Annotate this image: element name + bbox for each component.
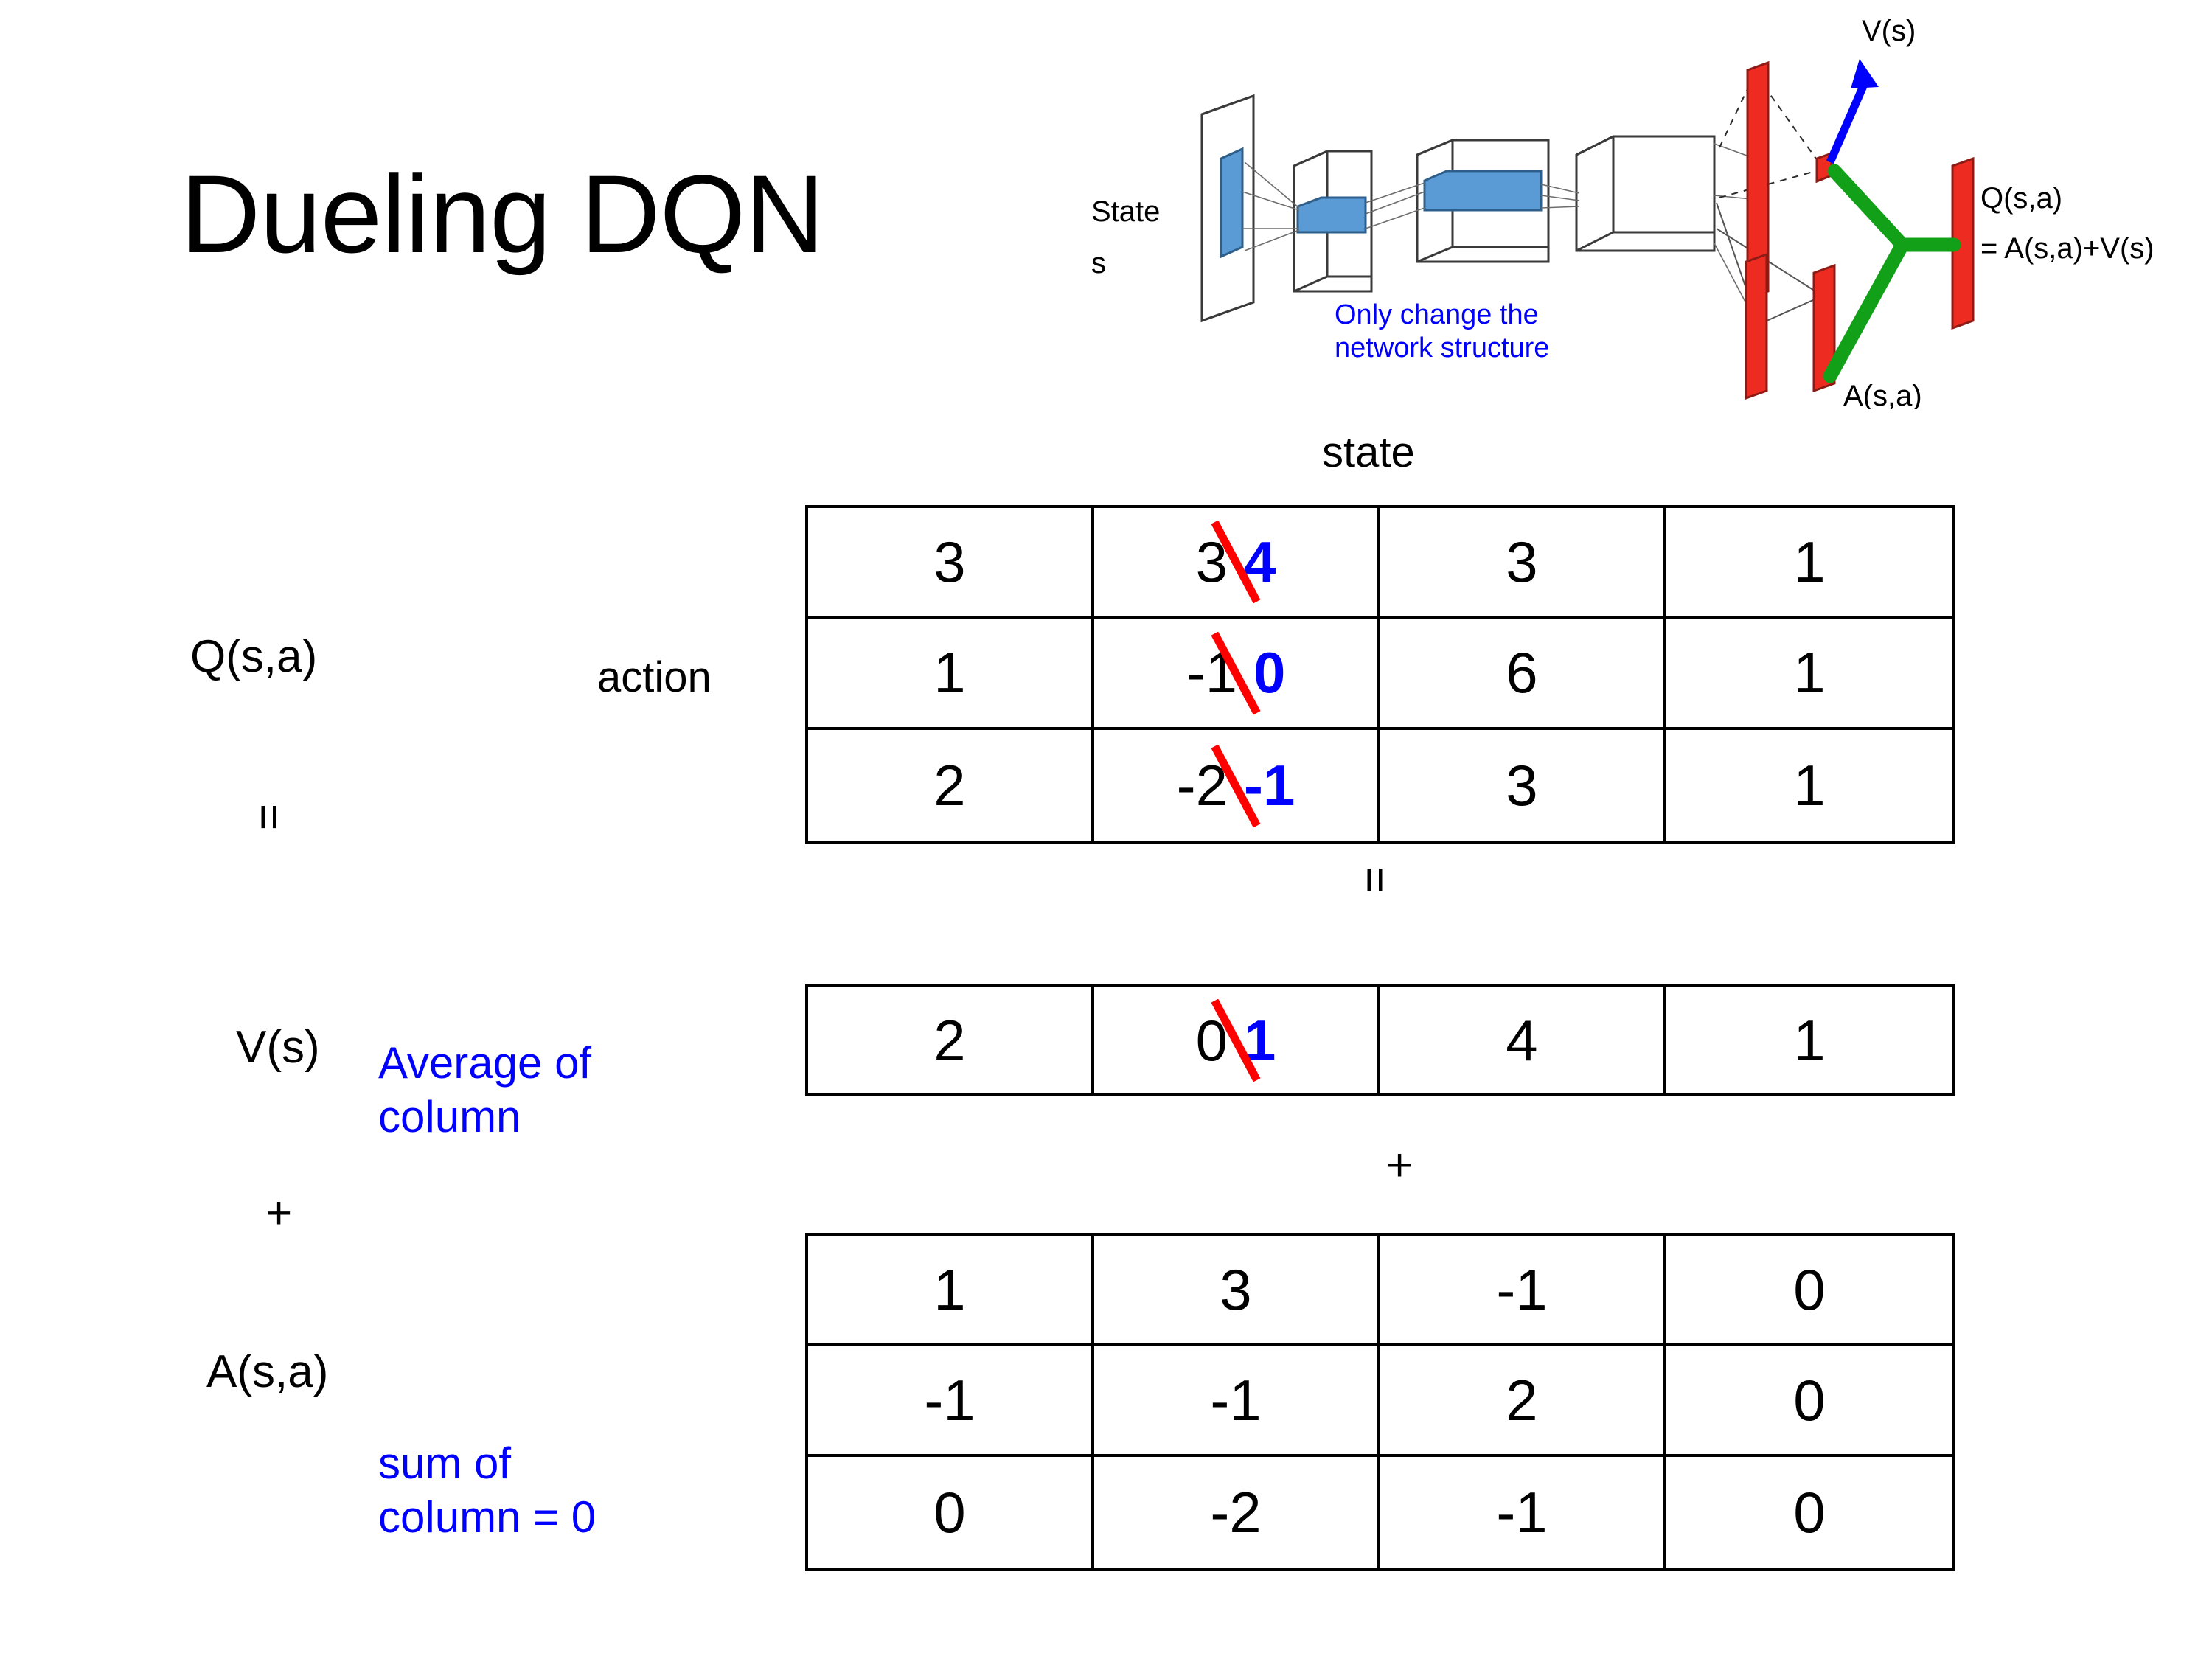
table-cell: 0	[1666, 1236, 1952, 1346]
table-cell: 0	[808, 1457, 1094, 1568]
table-cell: 3	[808, 508, 1094, 619]
advantage-table: 1 3 -1 0 -1 -1 2 0 0 -2 -1 0	[805, 1233, 1955, 1571]
table-cell: -1	[808, 1346, 1094, 1457]
equals-operator-left: =	[243, 804, 294, 831]
table-cell-edited: -2 -1	[1094, 730, 1380, 841]
table-cell: 1	[808, 619, 1094, 731]
table-cell: 1	[1793, 1007, 1826, 1073]
sum-of-column-note: sum of column = 0	[378, 1439, 597, 1543]
diagram-note: Only change the network structure	[1335, 299, 1550, 364]
v-value-table: 2 0 1 4 1	[805, 984, 1955, 1096]
table-cell: 2	[808, 987, 1094, 1093]
table-cell: 1	[1666, 619, 1952, 731]
diagram-q-label-line1: Q(s,a)	[1980, 182, 2062, 215]
table-cell: -2	[1094, 1457, 1380, 1568]
table-cell: 1	[1793, 753, 1826, 818]
table-cell: 0	[1666, 1346, 1952, 1457]
table-cell-edited: 0 1	[1094, 987, 1380, 1093]
q-value-table: 3 3 4 3 1 1 -1 0 6 1 2 -2 -1 3 1	[805, 505, 1955, 844]
table-cell: 3	[1380, 508, 1666, 619]
table-cell-edited: -1 0	[1094, 619, 1380, 731]
diagram-advantage-label: A(s,a)	[1843, 380, 1922, 409]
page-title: Dueling DQN	[181, 152, 825, 276]
table-cell: 4	[1380, 987, 1666, 1093]
plus-operator-left: +	[265, 1188, 293, 1239]
equals-operator-middle: =	[1349, 866, 1400, 894]
table-cell: -1	[1094, 1346, 1380, 1457]
table-cell: 1	[808, 1236, 1094, 1346]
table-cell-edited: 3 4	[1094, 508, 1380, 619]
old-value: -1	[1186, 640, 1237, 706]
v-function-label: V(s)	[236, 1022, 320, 1073]
table-cell: 3	[1380, 730, 1666, 841]
new-value: 0	[1253, 640, 1286, 706]
diagram-value-label: V(s)	[1862, 15, 1916, 47]
table-cell: 0	[1793, 1479, 1826, 1545]
a-function-label: A(s,a)	[206, 1346, 329, 1397]
average-of-column-note: Average of column	[378, 1038, 592, 1142]
table-cell: -1	[1380, 1457, 1666, 1568]
table-cell: 3	[1094, 1236, 1380, 1346]
table-cell: 1	[1666, 508, 1952, 619]
diagram-input-label: State	[1091, 195, 1160, 228]
plus-operator-middle: +	[1386, 1140, 1413, 1191]
state-axis-label: state	[1322, 428, 1415, 476]
diagram-q-label-line2: = A(s,a)+V(s)	[1980, 232, 2154, 265]
action-axis-label: action	[597, 653, 712, 701]
table-cell: -1	[1380, 1236, 1666, 1346]
table-cell: 2	[1380, 1346, 1666, 1457]
new-value: -1	[1244, 753, 1295, 818]
q-function-label: Q(s,a)	[190, 631, 318, 682]
dueling-network-diagram: V(s) A(s,a) Q(s,a) = A(s,a)+V(s) State s…	[1084, 7, 2205, 409]
table-cell: 6	[1380, 619, 1666, 731]
diagram-input-sublabel: s	[1091, 247, 1106, 279]
table-cell: 2	[808, 730, 1094, 841]
